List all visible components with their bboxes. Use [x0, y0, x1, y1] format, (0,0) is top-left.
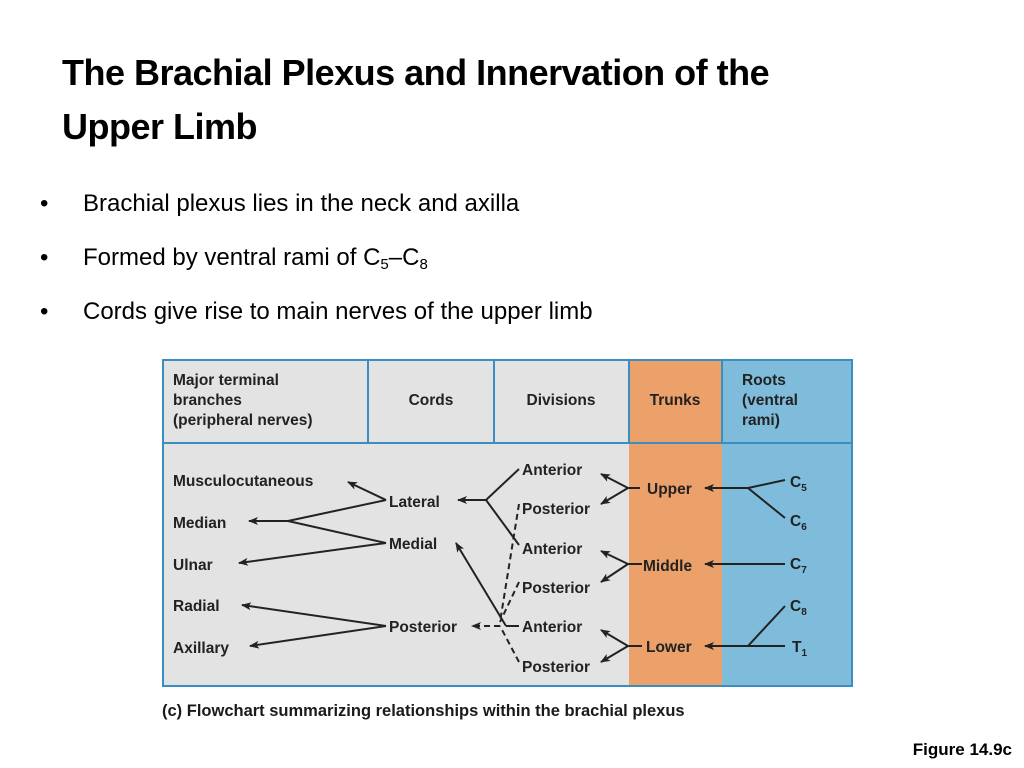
bullet-text: Formed by ventral rami of C5–C8	[83, 244, 428, 273]
upper-anterior-to-lateral	[485, 468, 520, 501]
subscript: 5	[380, 256, 389, 273]
lower-posterior-to-cord	[499, 625, 520, 663]
root-number: 5	[801, 483, 807, 494]
header-branches-line-3: (peripheral nerves)	[173, 412, 313, 429]
root-label: C7	[790, 556, 807, 576]
trunk-label: Middle	[643, 558, 692, 575]
branch-label: Axillary	[173, 640, 229, 657]
figure-caption: (c) Flowchart summarizing relationships …	[162, 702, 685, 720]
division-label: Posterior	[522, 580, 590, 597]
root-c8-connector	[747, 605, 786, 647]
header-roots-line-3: rami)	[742, 412, 780, 429]
figure-reference: Figure 14.9c	[912, 740, 1012, 759]
root-letter: C	[790, 474, 801, 491]
middle-posterior-arrow	[600, 563, 629, 583]
trunk-label: Upper	[647, 481, 692, 498]
root-number: 7	[801, 565, 807, 576]
radial-arrow	[241, 602, 387, 627]
ulnar-arrow	[238, 542, 387, 566]
root-number: 6	[801, 522, 807, 533]
bullet-text-dash: –C	[388, 244, 420, 271]
lower-anterior-arrow	[600, 629, 629, 647]
posterior-division-connectors	[471, 503, 520, 663]
division-label: Posterior	[522, 501, 590, 518]
subscript: 8	[419, 256, 428, 273]
root-letter: C	[790, 513, 801, 530]
axillary-arrow	[249, 625, 387, 649]
bullet-item: • Formed by ventral rami of C5–C8	[40, 240, 593, 294]
root-number: 8	[801, 607, 807, 618]
bullet-dot: •	[40, 190, 49, 217]
slide-title-line-1: The Brachial Plexus and Innervation of t…	[62, 52, 770, 93]
upper-anterior-arrow	[600, 473, 629, 489]
gray-panel	[163, 360, 629, 686]
root-label: C6	[790, 513, 807, 533]
branch-label: Ulnar	[173, 557, 213, 574]
header-cords: Cords	[409, 392, 454, 409]
header-roots-line-1: Roots	[742, 372, 786, 389]
branch-label: Median	[173, 515, 226, 532]
bullet-list: • Brachial plexus lies in the neck and a…	[40, 186, 593, 348]
slide-title-line-2: Upper Limb	[62, 106, 258, 147]
slide-title: The Brachial Plexus and Innervation of t…	[62, 46, 962, 154]
medial-to-median	[287, 520, 387, 544]
upper-posterior-arrow	[600, 487, 629, 505]
header-branches-line-1: Major terminal	[173, 372, 279, 389]
lower-posterior-arrow	[600, 645, 629, 663]
division-label: Anterior	[522, 619, 582, 636]
bullet-text: Brachial plexus lies in the neck and axi…	[83, 190, 520, 217]
cord-label: Lateral	[389, 494, 440, 511]
root-label: C5	[790, 474, 807, 494]
table-frame	[162, 359, 853, 687]
musculocutaneous-arrow	[347, 481, 387, 501]
header-trunks: Trunks	[650, 392, 701, 409]
root-letter: C	[790, 598, 801, 615]
medial-cord-arrow	[455, 542, 507, 627]
cord-label: Medial	[389, 536, 437, 553]
bullet-text-prefix: Formed by ventral rami of C	[83, 244, 381, 271]
bullet-text: Cords give rise to main nerves of the up…	[83, 298, 593, 325]
branch-label: Radial	[173, 598, 220, 615]
cord-label: Posterior	[389, 619, 457, 636]
middle-posterior-to-cord	[499, 581, 520, 623]
root-c6-connector	[747, 487, 786, 519]
division-label: Anterior	[522, 462, 582, 479]
root-letter: T	[792, 639, 802, 656]
root-number: 1	[801, 648, 807, 659]
root-letter: C	[790, 556, 801, 573]
bullet-dot: •	[40, 298, 49, 325]
branch-label: Musculocutaneous	[173, 473, 313, 490]
lateral-to-median	[287, 499, 387, 522]
bullet-item: • Brachial plexus lies in the neck and a…	[40, 186, 593, 240]
bullet-item: • Cords give rise to main nerves of the …	[40, 294, 593, 348]
root-label: C8	[790, 598, 807, 618]
division-label: Anterior	[522, 541, 582, 558]
root-c5-connector	[747, 479, 786, 489]
header-branches-line-2: branches	[173, 392, 242, 409]
roots-column	[722, 360, 852, 686]
trunks-column	[629, 360, 722, 686]
header-divisions: Divisions	[527, 392, 596, 409]
trunk-label: Lower	[646, 639, 692, 656]
bullet-dot: •	[40, 244, 49, 271]
connectors	[238, 468, 786, 663]
root-label: T1	[792, 639, 807, 659]
division-label: Posterior	[522, 659, 590, 676]
header-roots-line-2: (ventral	[742, 392, 798, 409]
middle-anterior-arrow	[600, 550, 629, 565]
